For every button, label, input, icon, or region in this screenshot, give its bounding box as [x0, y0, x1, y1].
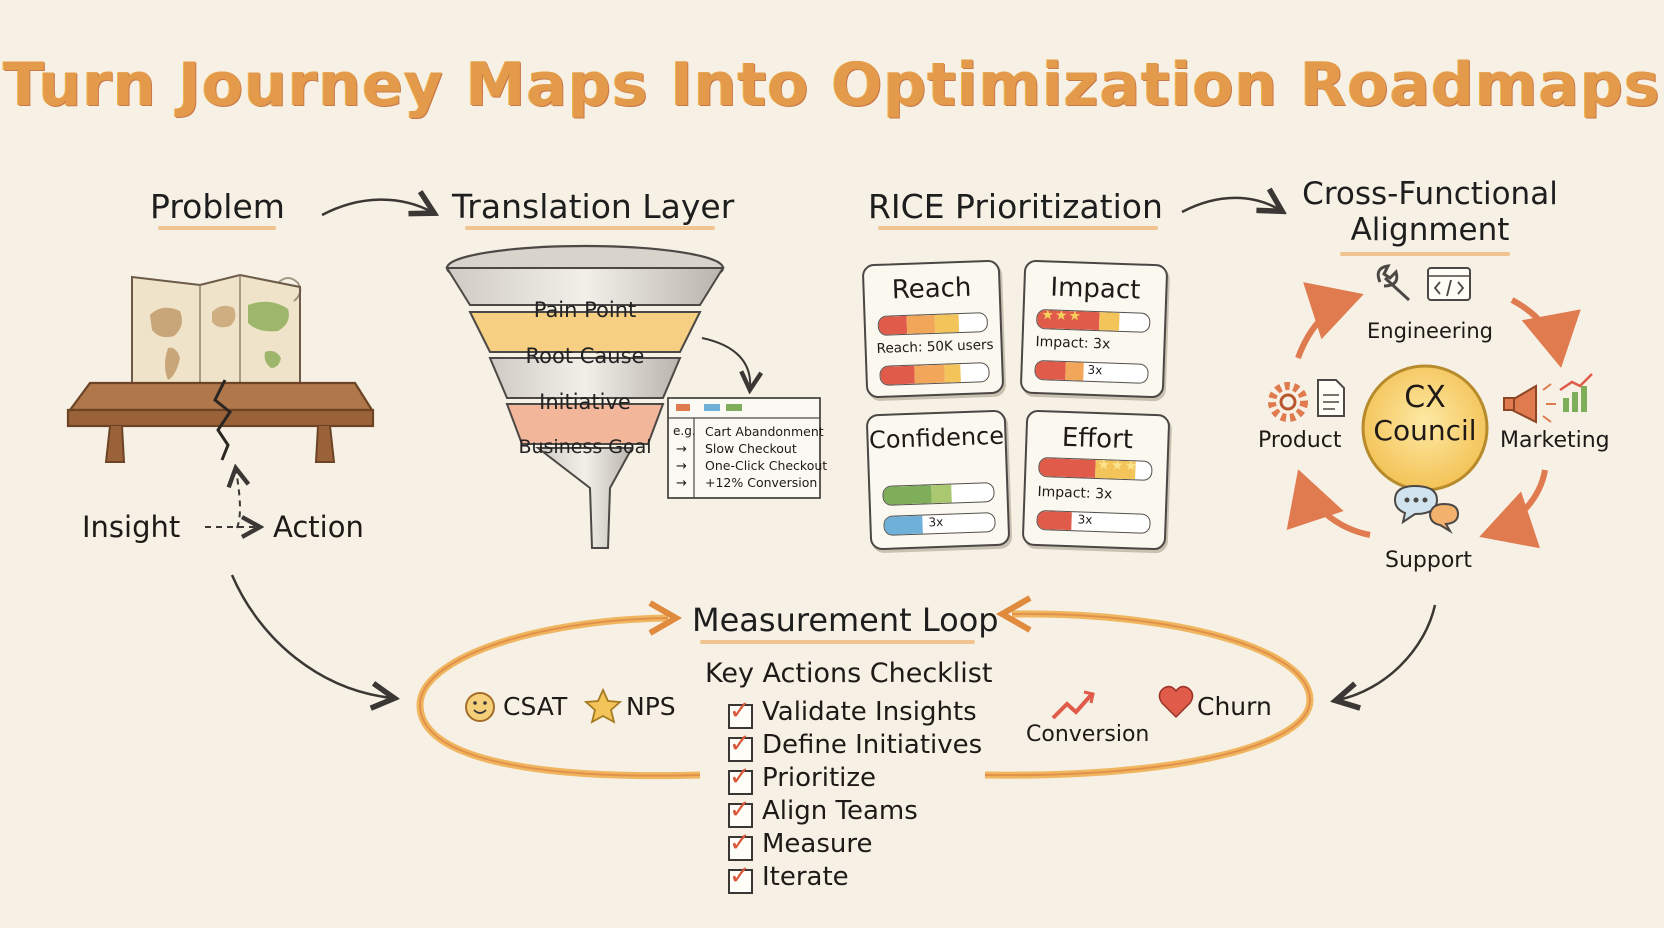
check-icon: ✓ [729, 696, 751, 726]
rice-card-impact: Impact ★★★ Impact: 3x 3x [1019, 259, 1169, 399]
alignment-heading-line2: Alignment [1350, 212, 1510, 248]
impact-note: Impact: 3x [1035, 333, 1111, 353]
reach-title: Reach [891, 272, 972, 306]
confidence-title: Confidence [868, 421, 1005, 455]
journey-map-illustration [131, 273, 302, 404]
check-icon: ✓ [729, 729, 751, 759]
check-icon: ✓ [729, 795, 751, 825]
confidence-bar [882, 482, 995, 506]
example-line-3: One-Click Checkout [705, 458, 828, 473]
impact-title: Impact [1049, 272, 1141, 306]
alignment-heading-line1: Cross-Functional [1302, 176, 1558, 212]
council-line2: Council [1373, 414, 1477, 447]
measurement-loop-ring [416, 595, 1314, 780]
example-line-1: Cart Abandonment [705, 424, 824, 439]
effort-stars-icon: ★★★ [1097, 457, 1139, 475]
translation-underline [465, 226, 715, 230]
example-arrow-1: → [676, 442, 687, 457]
measurement-heading: Measurement Loop [692, 601, 999, 639]
checkbox-prioritize[interactable]: ✓ [728, 762, 753, 795]
measurement-underline [700, 640, 975, 644]
checklist-item-prioritize: Prioritize [762, 763, 877, 793]
check-icon: ✓ [729, 861, 751, 891]
team-marketing: Marketing [1500, 428, 1610, 453]
team-product: Product [1258, 428, 1342, 453]
checklist-item-define-initiatives: Define Initiatives [762, 730, 983, 760]
checkbox-define-initiatives[interactable]: ✓ [728, 729, 753, 762]
metric-churn: Churn [1197, 692, 1272, 721]
team-support: Support [1385, 548, 1472, 573]
checklist-item-measure: Measure [762, 829, 873, 859]
effort-bar: ★★★ [1038, 456, 1153, 481]
alignment-cycle [1268, 264, 1593, 549]
translation-funnel [445, 244, 725, 549]
check-icon: ✓ [729, 828, 751, 858]
page-title: Turn Journey Maps Into Optimization Road… [3, 50, 1661, 120]
funnel-layer-business-goal: Business Goal [518, 436, 652, 458]
impact-bar-label: 3x [1087, 362, 1103, 378]
funnel-layer-pain-point: Pain Point [533, 298, 637, 322]
check-icon: ✓ [729, 762, 751, 792]
reach-bar-2 [879, 362, 990, 386]
arrow-problem-to-loop [230, 574, 392, 698]
action-label: Action [273, 510, 364, 544]
rice-underline [878, 226, 1158, 230]
checklist-item-iterate: Iterate [762, 862, 849, 892]
rice-card-effort: Effort ★★★ Impact: 3x 3x [1021, 409, 1171, 551]
example-line-4: +12% Conversion [705, 475, 818, 490]
team-engineering: Engineering [1367, 319, 1493, 343]
rice-card-confidence: Confidence 3x [865, 409, 1011, 551]
checklist-item-validate-insights: Validate Insights [762, 697, 977, 727]
impact-stars-icon: ★★★ [1041, 308, 1083, 325]
reach-note: Reach: 50K users [876, 336, 994, 357]
rice-card-reach: Reach Reach: 50K users [861, 259, 1005, 399]
funnel-layer-root-cause: Root Cause [525, 344, 645, 368]
impact-bar: ★★★ [1035, 308, 1151, 333]
reach-bar [877, 312, 989, 336]
council-line1: CX [1404, 380, 1446, 415]
impact-bar-2: 3x [1034, 359, 1149, 384]
example-arrow-3: → [676, 476, 687, 491]
arrow-problem-to-translation [321, 200, 432, 215]
rice-heading: RICE Prioritization [868, 187, 1163, 226]
shelf-illustration [66, 379, 375, 463]
metric-nps: NPS [626, 692, 676, 721]
example-prefix: e.g. [673, 424, 696, 438]
problem-underline [158, 226, 276, 230]
checklist-title: Key Actions Checklist [705, 658, 993, 689]
effort-note: Impact: 3x [1037, 483, 1113, 503]
arrow-alignment-to-loop [1338, 604, 1437, 700]
effort-bar-label: 3x [1077, 512, 1093, 527]
example-arrow-2: → [676, 459, 687, 474]
confidence-bar-label: 3x [928, 514, 944, 530]
checkbox-validate-insights[interactable]: ✓ [728, 696, 753, 729]
arrow-rice-to-alignment [1181, 198, 1280, 212]
insight-label: Insight [82, 510, 181, 544]
effort-bar-2: 3x [1036, 509, 1151, 534]
metric-conversion: Conversion [1026, 722, 1150, 747]
confidence-bar-2: 3x [883, 512, 996, 536]
problem-heading: Problem [150, 187, 285, 226]
checkbox-align-teams[interactable]: ✓ [728, 795, 753, 828]
checkbox-measure[interactable]: ✓ [728, 828, 753, 861]
insight-action-connector [236, 470, 240, 529]
checkbox-iterate[interactable]: ✓ [728, 861, 753, 894]
alignment-underline [1340, 252, 1510, 256]
funnel-layer-initiative: Initiative [539, 390, 631, 414]
example-line-2: Slow Checkout [705, 441, 797, 456]
metric-csat: CSAT [503, 692, 568, 721]
arrow-funnel-to-example [701, 337, 750, 388]
translation-heading: Translation Layer [452, 187, 735, 226]
checklist-item-align-teams: Align Teams [762, 796, 918, 826]
effort-title: Effort [1061, 422, 1134, 456]
example-panel [667, 397, 821, 499]
